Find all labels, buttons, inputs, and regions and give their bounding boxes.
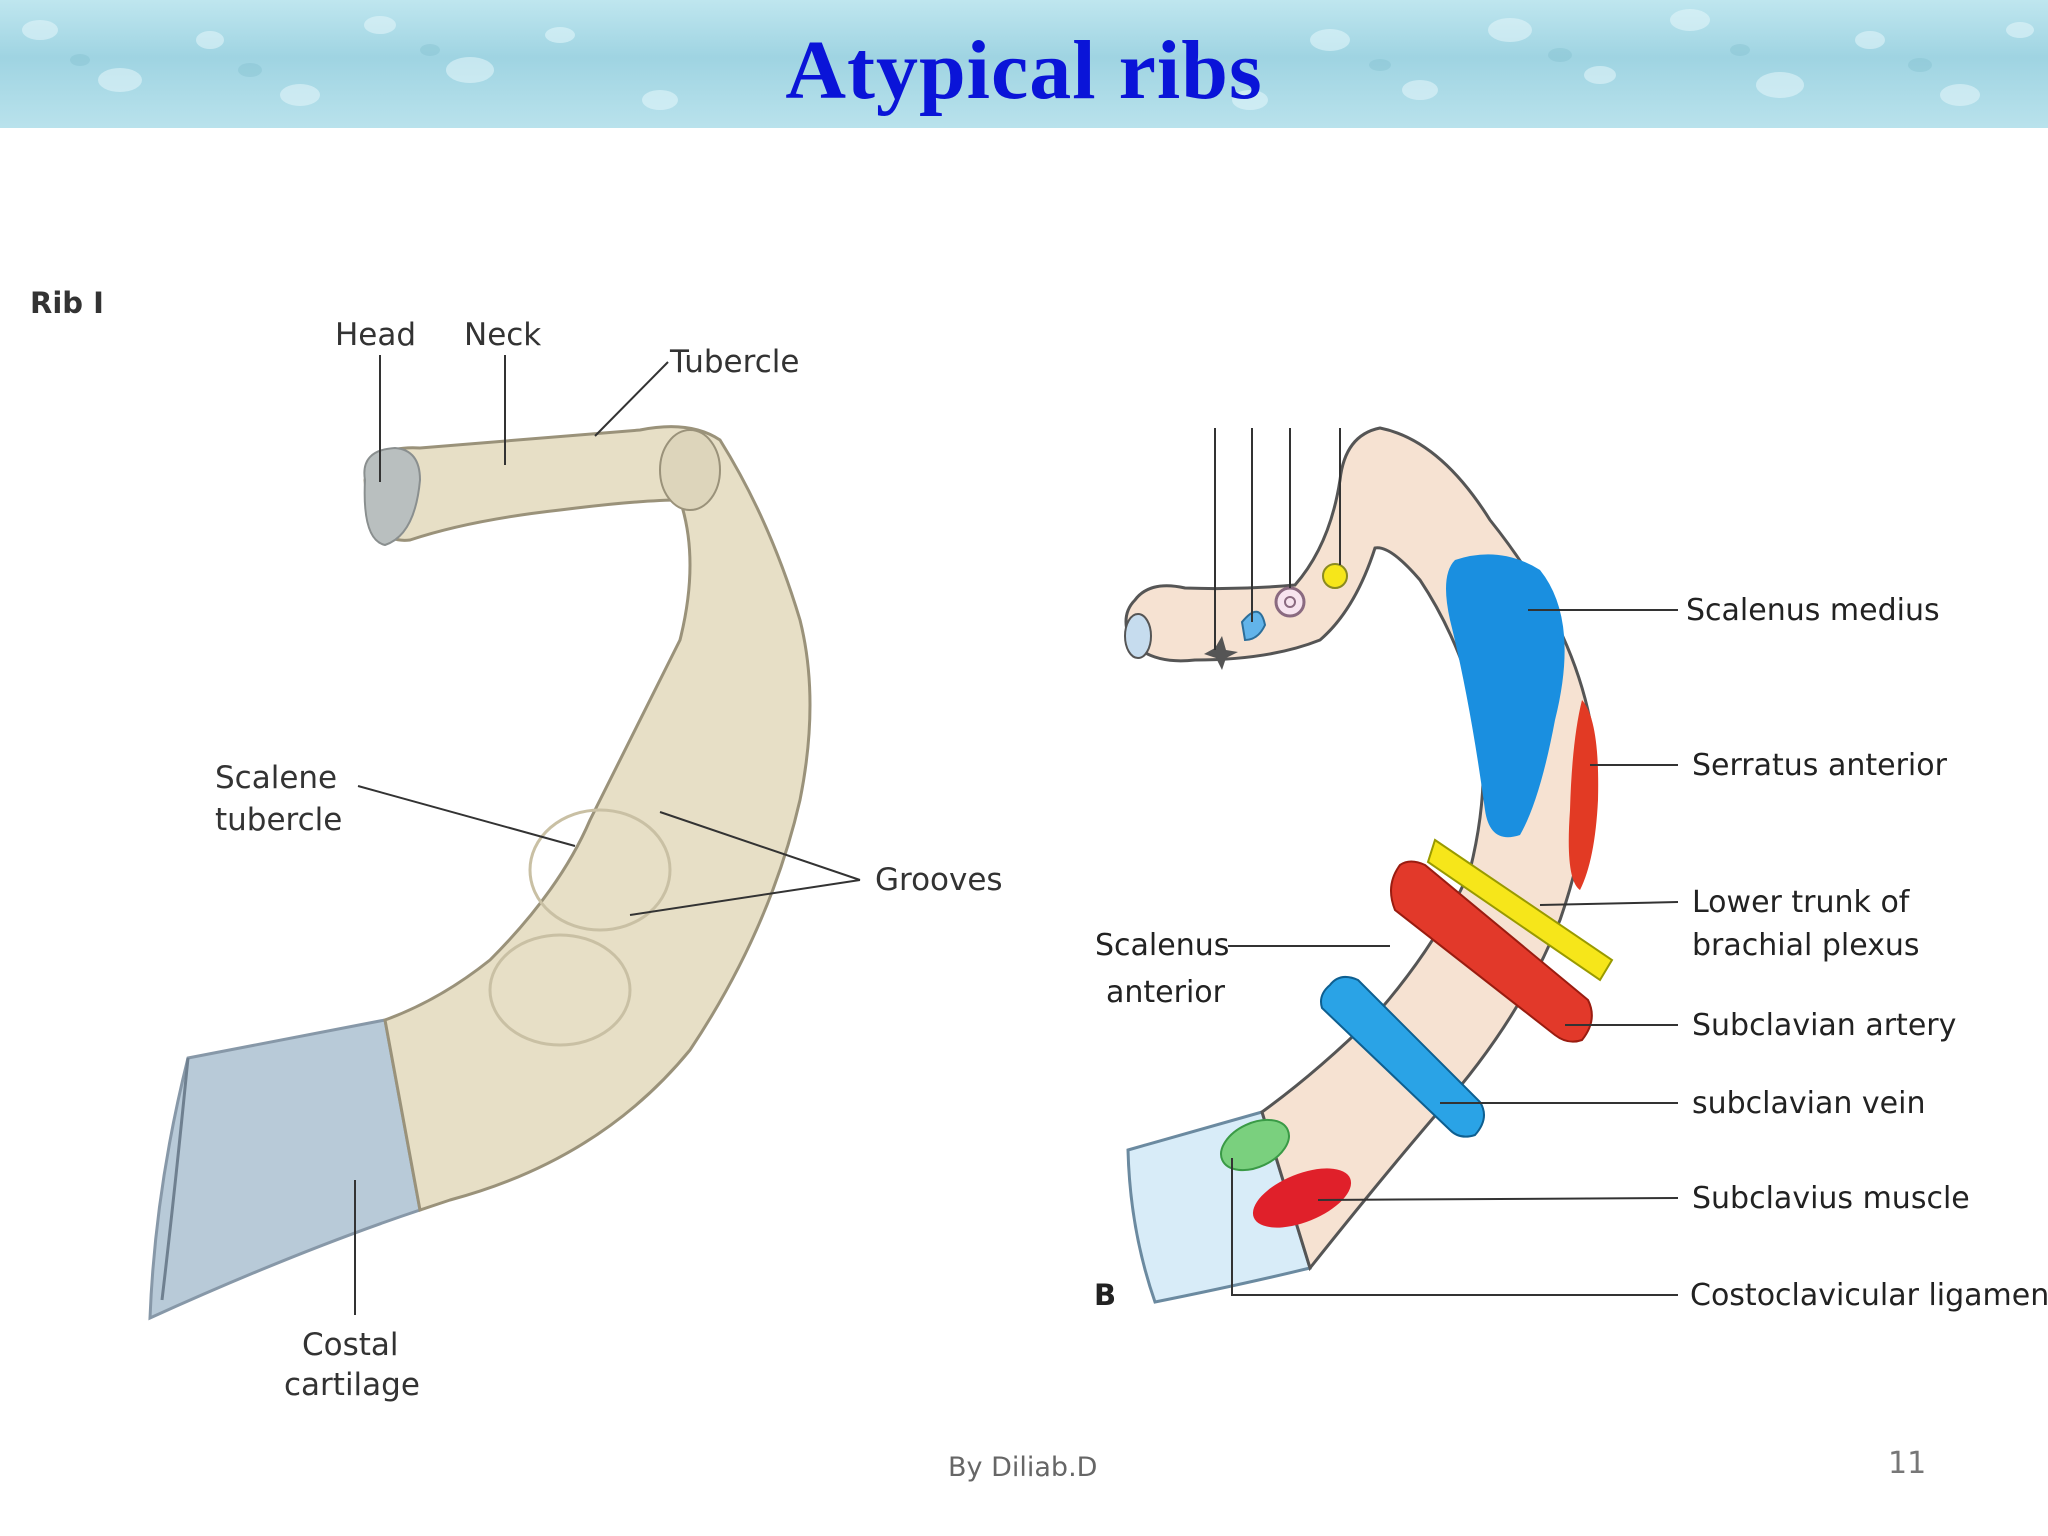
label-neck: Neck [464,317,541,353]
label-scalenus-anterior-line1: Scalenus [1095,928,1229,963]
ring-structure-icon [1274,586,1306,618]
page-number: 11 [1888,1446,1927,1481]
subclavius-muscle-shape [1252,1168,1352,1228]
slide-title: Atypical ribs [785,24,1263,117]
label-lower-trunk-line1: Lower trunk of [1692,885,1911,920]
label-scalene-line2: tubercle [215,802,342,838]
label-grooves: Grooves [875,862,1003,898]
nerve-star-icon [1204,636,1238,670]
label-head: Head [335,317,416,353]
scalenus-medius-area [1446,554,1565,838]
label-scalene-line1: Scalene [215,760,337,796]
rib-head-shape [363,446,422,547]
subclavian-vein-shape [1320,975,1485,1138]
panel-letter-b: B [1094,1278,1116,1312]
brachial-plexus-band [1426,838,1614,982]
costoclavicular-ligament-shape [1220,1118,1290,1172]
label-subclavian-vein: subclavian vein [1692,1086,1925,1121]
serratus-anterior-area [1568,700,1599,890]
rib-one-heading: Rib I [30,286,104,320]
label-scalenus-medius: Scalenus medius [1686,593,1940,628]
rib-body-shape [363,425,812,1212]
subclavian-artery-shape [1390,860,1593,1043]
yellow-nerve-dot [1322,563,1348,589]
label-costoclavicular-ligament: Costoclavicular ligament [1690,1278,2048,1313]
costal-cartilage-shape [148,1018,422,1321]
label-costal-line2: cartilage [284,1367,420,1403]
label-subclavian-artery: Subclavian artery [1692,1008,1956,1043]
title-banner [0,0,2048,128]
label-lower-trunk-line2: brachial plexus [1692,928,1920,963]
footer-author: By Diliab.D [948,1452,1098,1483]
label-serratus-anterior: Serratus anterior [1692,748,1948,783]
label-scalenus-anterior-line2: anterior [1106,975,1226,1010]
label-subclavius-muscle: Subclavius muscle [1692,1181,1970,1216]
label-costal-line1: Costal [302,1327,399,1363]
water-drops-texture [22,9,2034,110]
label-tubercle: Tubercle [669,344,799,380]
